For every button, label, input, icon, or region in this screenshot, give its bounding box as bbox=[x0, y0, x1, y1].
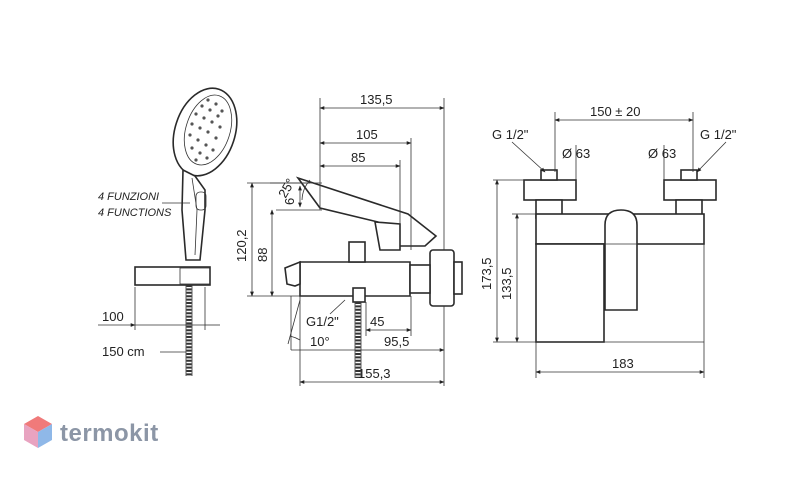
dim-g12-right: G 1/2" bbox=[700, 127, 737, 142]
dim-10deg: 10° bbox=[310, 334, 330, 349]
termokit-logo-icon bbox=[24, 416, 52, 448]
dim-g12-left: G 1/2" bbox=[492, 127, 529, 142]
dim-133-5: 133,5 bbox=[499, 267, 514, 300]
dim-25deg: 25° bbox=[275, 176, 298, 201]
dim-6: 6 bbox=[282, 198, 297, 205]
brand-name: termokit bbox=[60, 420, 159, 447]
dim-d63-left: Ø 63 bbox=[562, 146, 590, 161]
dim-100: 100 bbox=[102, 309, 124, 324]
side-view-drawing bbox=[247, 98, 463, 386]
label-functions-it: 4 FUNZIONI bbox=[98, 191, 159, 203]
dim-135-5: 135,5 bbox=[360, 92, 393, 107]
dim-150cm: 150 cm bbox=[102, 344, 145, 359]
dim-95-5: 95,5 bbox=[384, 334, 409, 349]
dim-g12-side: G1/2" bbox=[306, 314, 339, 329]
nozzle-pattern bbox=[188, 98, 224, 162]
wall-bracket bbox=[134, 266, 211, 286]
dim-45: 45 bbox=[370, 314, 384, 329]
label-functions-en: 4 FUNCTIONS bbox=[98, 207, 172, 219]
dim-150-20: 150 ± 20 bbox=[590, 104, 641, 119]
dim-d63-right: Ø 63 bbox=[648, 146, 676, 161]
dim-85: 85 bbox=[351, 150, 365, 165]
dim-88: 88 bbox=[255, 248, 270, 262]
handshower-drawing bbox=[98, 87, 238, 376]
dim-155-3: 155,3 bbox=[358, 366, 391, 381]
dim-120-2: 120,2 bbox=[234, 229, 249, 262]
dim-183: 183 bbox=[612, 356, 634, 371]
dim-173-5: 173,5 bbox=[479, 257, 494, 290]
front-view-drawing bbox=[493, 112, 727, 378]
shower-head bbox=[172, 87, 238, 177]
dim-105: 105 bbox=[356, 127, 378, 142]
